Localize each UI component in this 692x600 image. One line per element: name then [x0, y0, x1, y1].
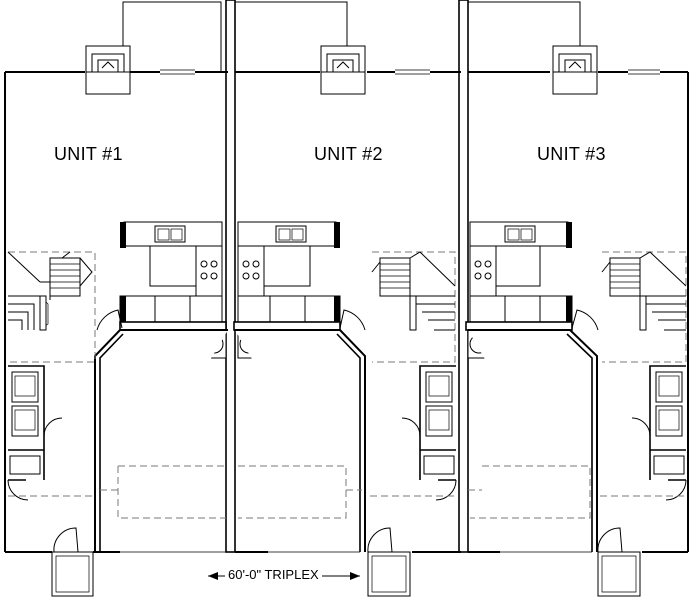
bathrooms	[7, 365, 687, 501]
party-walls	[225, 0, 469, 553]
stairs	[7, 251, 687, 363]
dimension-label: 60'-0" TRIPLEX	[225, 567, 322, 582]
front-entries	[51, 527, 641, 597]
overhead-dashed-lines	[8, 465, 686, 519]
unit-3-label: UNIT #3	[537, 144, 606, 164]
garage-doors	[96, 309, 599, 331]
kitchens	[119, 221, 573, 331]
garage-walls	[94, 329, 598, 553]
unit-1-label: UNIT #1	[54, 144, 123, 164]
unit-2-label: UNIT #2	[314, 144, 383, 164]
fireplaces	[85, 45, 598, 95]
